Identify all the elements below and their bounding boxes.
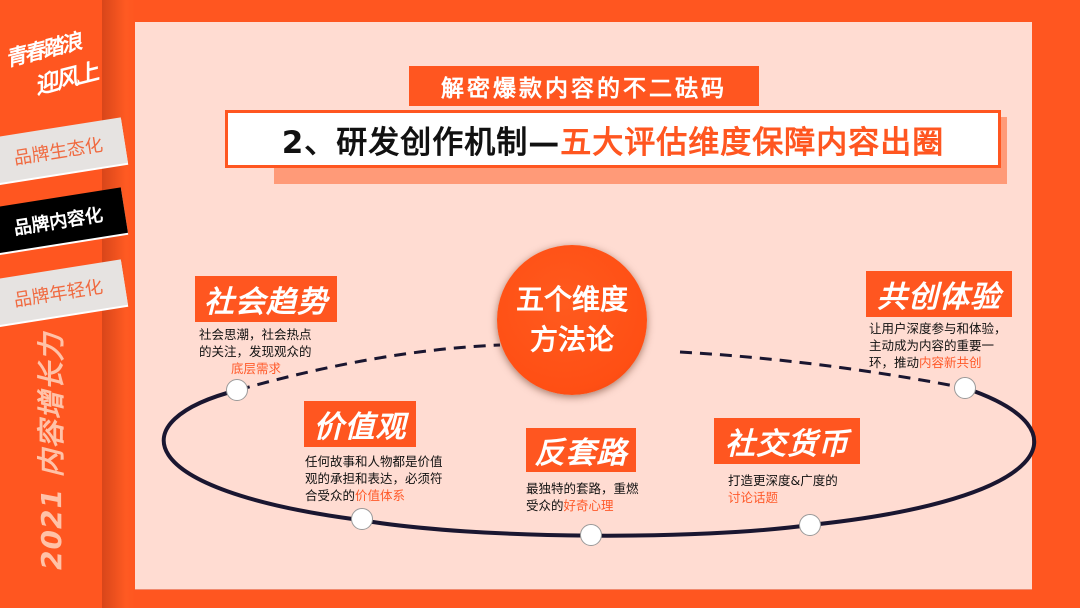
- dimension-label-values: 价值观: [304, 401, 416, 447]
- desc-line: 观的承担和表达，必须符: [305, 471, 443, 486]
- dimension-desc-social-trend: 社会思潮，社会热点 的关注，发现观众的 底层需求: [199, 326, 312, 377]
- dimension-desc-co-creation: 让用户深度参与和体验， 主动成为内容的重要一 环，推动内容新共创: [869, 320, 1007, 371]
- desc-line: 的关注，发现观众的: [199, 344, 312, 359]
- desc-prefix: 环，推动: [869, 355, 920, 370]
- orbit-node-anti-routine: [580, 524, 602, 546]
- desc-prefix: 合受众的: [305, 488, 356, 503]
- orbit-node-social-trend: [226, 379, 248, 401]
- dimension-desc-anti-routine: 最独特的套路，重燃 受众的好奇心理: [526, 480, 639, 514]
- orbit-node-co-creation: [954, 377, 976, 399]
- desc-line: 让用户深度参与和体验，: [869, 321, 1007, 336]
- dimension-desc-values: 任何故事和人物都是价值 观的承担和表达，必须符 合受众的价值体系: [305, 453, 443, 504]
- center-methodology-circle: 五个维度 方法论: [497, 245, 647, 395]
- dimension-desc-social-currency: 打造更深度&广度的 讨论话题: [728, 472, 838, 506]
- desc-prefix: 受众的: [526, 498, 564, 513]
- desc-line: 主动成为内容的重要一: [869, 338, 995, 353]
- desc-line: 最独特的套路，重燃: [526, 481, 639, 496]
- center-line-2: 方法论: [529, 323, 614, 356]
- desc-highlight: 好奇心理: [563, 498, 614, 513]
- desc-highlight: 内容新共创: [919, 355, 982, 370]
- desc-highlight: 价值体系: [355, 488, 406, 503]
- title-prefix: 2、研发创作机制—: [281, 124, 561, 161]
- title-highlight: 五大评估维度保障内容出圈: [560, 124, 945, 161]
- desc-highlight: 底层需求: [231, 361, 282, 376]
- orbit-node-social-currency: [799, 514, 821, 536]
- page-title: 2、研发创作机制—五大评估维度保障内容出圈: [225, 110, 1001, 168]
- dimension-label-co-creation: 共创体验: [866, 271, 1012, 317]
- dimension-label-social-currency: 社交货币: [714, 418, 860, 464]
- desc-highlight: 讨论话题: [728, 490, 779, 505]
- desc-line: 打造更深度&广度的: [728, 473, 838, 488]
- center-line-1: 五个维度: [515, 283, 628, 316]
- desc-line: 任何故事和人物都是价值: [305, 454, 443, 469]
- kicker-banner: 解密爆款内容的不二砝码: [409, 66, 759, 106]
- dimension-label-anti-routine: 反套路: [526, 428, 636, 472]
- dimension-label-social-trend: 社会趋势: [195, 276, 337, 322]
- desc-line: 社会思潮，社会热点: [199, 327, 312, 342]
- orbit-node-values: [351, 508, 373, 530]
